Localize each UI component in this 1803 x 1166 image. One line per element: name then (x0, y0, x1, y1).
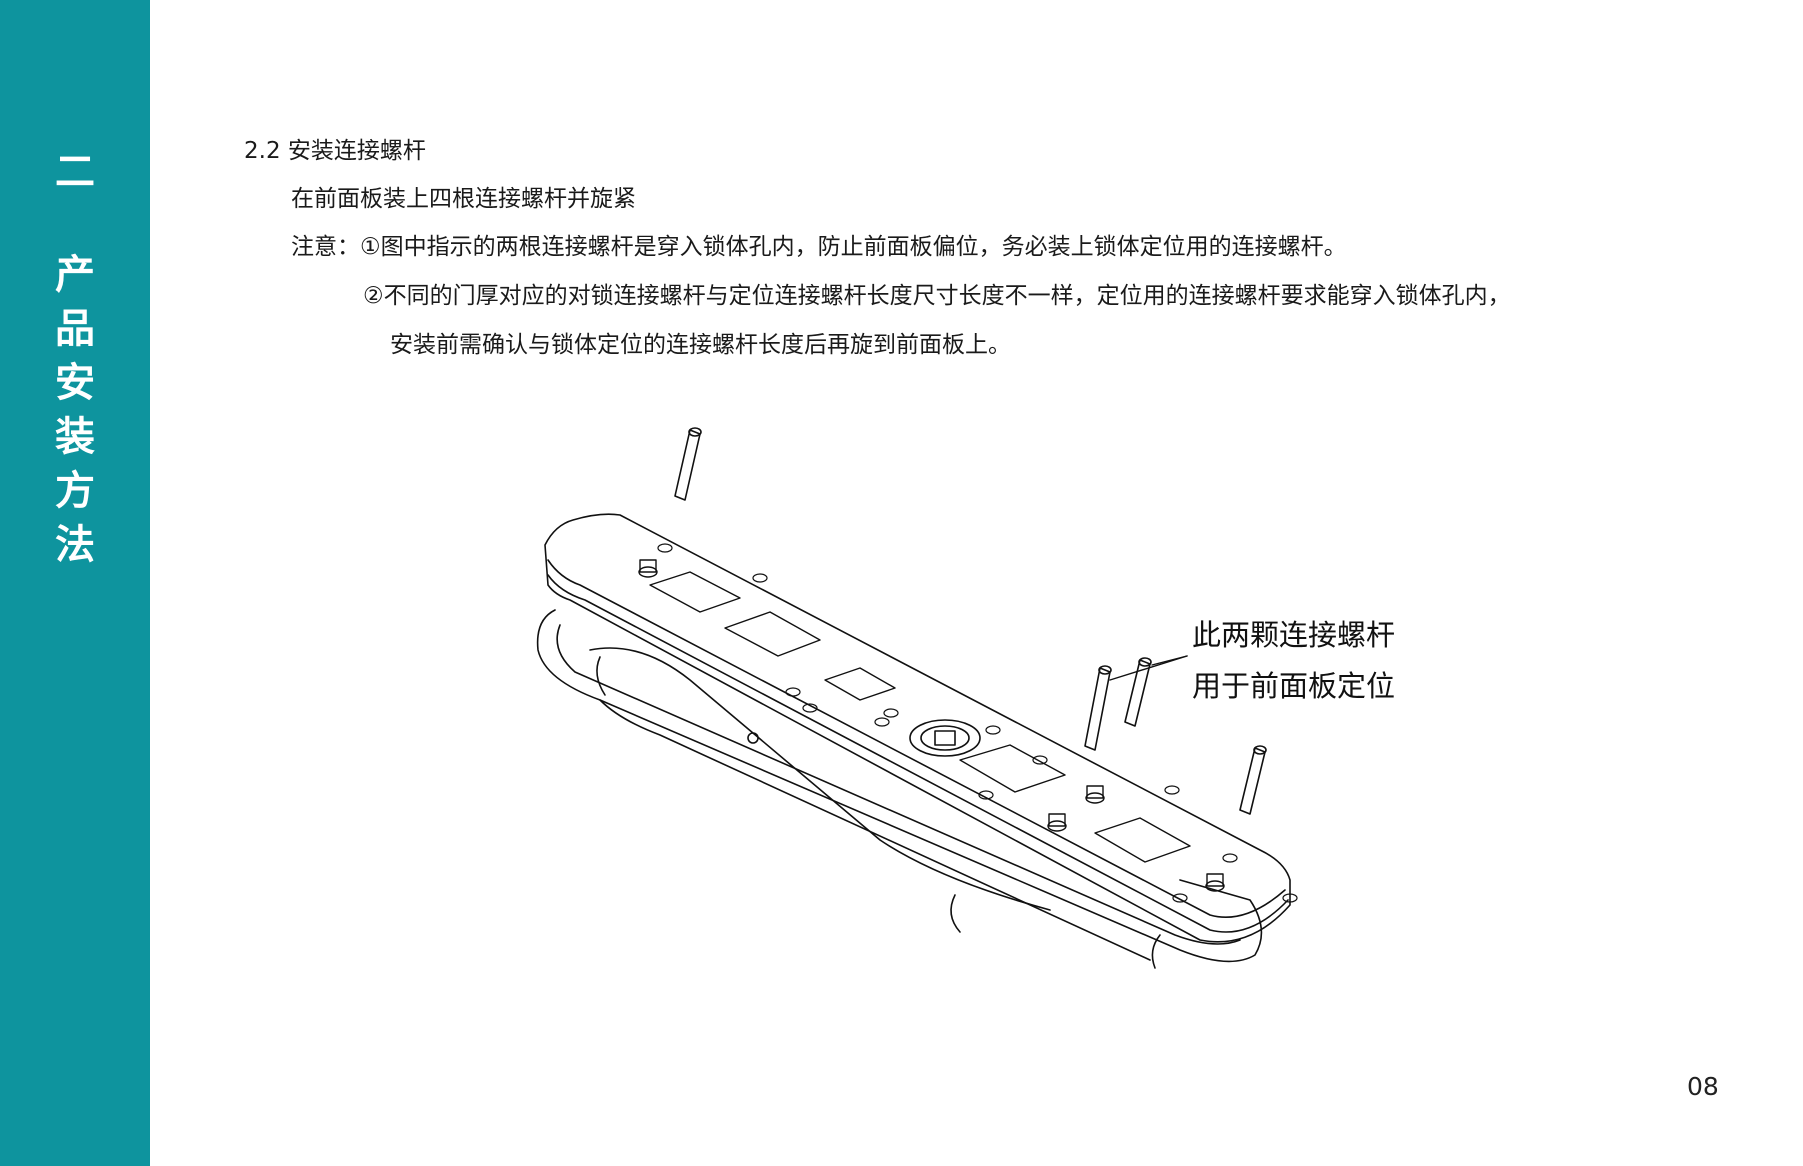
sidebar-char: 方 (55, 468, 95, 514)
front-panel-plate (544, 513, 1291, 943)
sidebar-char: 品 (55, 306, 95, 352)
figure-callout: 此两颗连接螺杆 用于前面板定位 (1192, 610, 1395, 712)
front-panel-drawing (536, 427, 1298, 969)
connecting-screws (674, 427, 1267, 815)
callout-line-2: 用于前面板定位 (1192, 669, 1396, 703)
intro-text: 在前面板装上四根连接螺杆并旋紧 (291, 186, 636, 212)
sidebar-char: 安 (55, 360, 95, 406)
note-2-continued: 安装前需确认与锁体定位的连接螺杆长度后再旋到前面板上。 (390, 332, 1011, 358)
note-2: ②不同的门厚对应的对锁连接螺杆与定位连接螺杆长度尺寸长度不一样，定位用的连接螺杆… (363, 283, 1511, 309)
lock-body-outline (536, 609, 1263, 969)
panel-holes (657, 543, 1298, 903)
sidebar-char: 装 (55, 414, 95, 460)
sidebar: 二 产 品 安 装 方 法 (0, 0, 150, 1166)
panel-studs (638, 559, 1225, 892)
sidebar-char: 二 (55, 149, 95, 195)
panel-windows (649, 571, 1191, 863)
callout-line-1: 此两颗连接螺杆 (1192, 618, 1396, 652)
panel-knob (909, 719, 981, 757)
sidebar-char: 法 (55, 522, 95, 568)
callout-leader (1109, 655, 1188, 681)
note-1: 注意：①图中指示的两根连接螺杆是穿入锁体孔内，防止前面板偏位，务必装上锁体定位用… (291, 234, 1347, 260)
section-title: 2.2 安装连接螺杆 (244, 138, 426, 164)
page-number: 08 (1687, 1072, 1719, 1101)
sidebar-char: 产 (55, 252, 95, 298)
